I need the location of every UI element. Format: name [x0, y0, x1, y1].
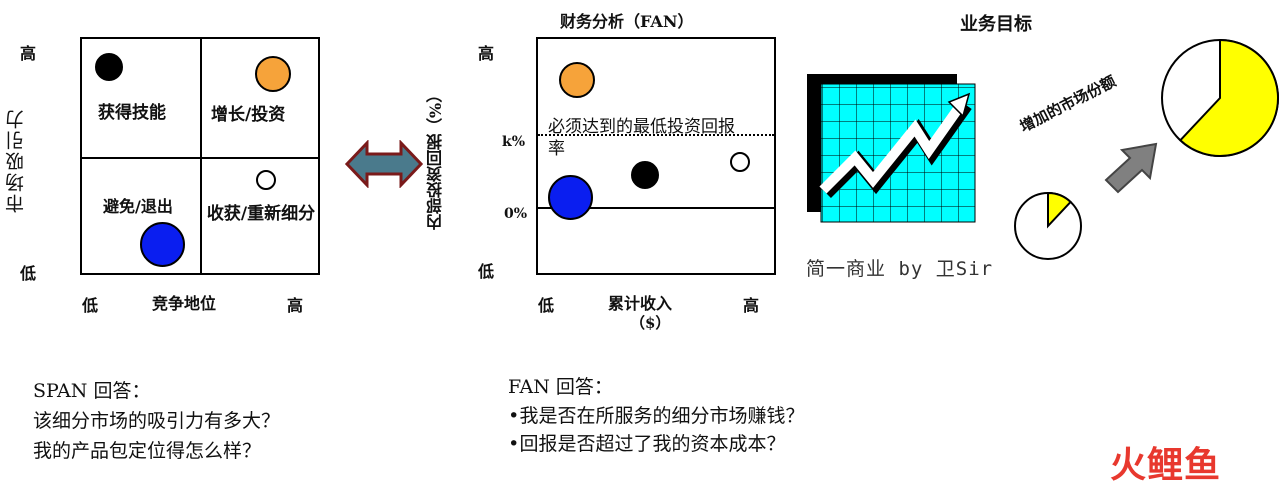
fan-k-label: k%	[502, 134, 526, 150]
quadrant-bottom-right: 收获/重新细分	[206, 204, 316, 224]
span-x-axis-label: 竞争地位	[152, 294, 217, 313]
span-matrix: 高 低 市场吸引力 获得技能 增长/投资 避免/退出 收获/重新细分 低 竞争地…	[0, 0, 330, 330]
business-goal-title: 业务目标	[960, 14, 1032, 35]
pie-small	[1014, 191, 1082, 260]
span-answer-heading: SPAN 回答：	[33, 380, 151, 402]
growth-chart-icon	[807, 74, 976, 223]
span-answer-line2: 我的产品包定位得怎么样？	[33, 440, 262, 462]
span-y-high: 高	[20, 44, 37, 63]
span-x-high: 高	[287, 296, 304, 315]
pie-large	[1161, 38, 1279, 157]
fan-bubble-black	[631, 161, 659, 189]
span-y-low: 低	[20, 264, 37, 283]
fan-chart: 财务分析（FAN） 高 低 内部投资回报（%） k% 0% 必须达到的最低投资回…	[420, 0, 800, 340]
market-share-label: 增加的市场份额	[1016, 72, 1119, 136]
fan-y-low: 低	[478, 262, 495, 281]
watermark-logo: 火鲤鱼	[1110, 445, 1222, 486]
fan-answer: FAN 回答： •我是否在所服务的细分市场赚钱？ •回报是否超过了我的资本成本？	[508, 372, 804, 458]
fan-y-high: 高	[478, 44, 495, 63]
fan-bubble-blue	[548, 175, 593, 220]
fan-threshold-label: 必须达到的最低投资回报率	[548, 117, 735, 159]
span-answer: SPAN 回答： 该细分市场的吸引力有多大？ 我的产品包定位得怎么样？	[33, 376, 280, 466]
fan-zero-label: 0%	[504, 206, 528, 222]
gray-arrow-icon	[1104, 142, 1158, 194]
span-x-low: 低	[82, 296, 99, 315]
span-answer-line1: 该细分市场的吸引力有多大？	[33, 410, 281, 432]
quadrant-top-left: 获得技能	[98, 103, 166, 123]
span-bubble-white	[256, 170, 276, 190]
fan-threshold-line	[538, 134, 774, 136]
fan-bubble-orange	[559, 62, 595, 98]
fan-x-high: 高	[743, 296, 760, 315]
span-bubble-blue	[140, 222, 185, 267]
quadrant-bottom-left: 避免/退出	[103, 197, 173, 216]
fan-answer-heading: FAN 回答：	[508, 376, 613, 398]
span-y-axis-label: 市场吸引力	[5, 108, 27, 213]
span-divider-vertical	[200, 37, 202, 275]
fan-bubble-white	[730, 152, 750, 172]
fan-x-axis-label: 累计收入	[608, 294, 673, 313]
quadrant-top-right: 增长/投资	[211, 105, 286, 125]
fan-x-low: 低	[538, 296, 555, 315]
fan-x-unit: （$）	[630, 314, 671, 332]
fan-title: 财务分析（FAN）	[560, 12, 694, 31]
fan-zero-line	[538, 207, 774, 209]
double-arrow-icon	[345, 140, 423, 188]
fan-answer-line1: •我是否在所服务的细分市场赚钱？	[508, 405, 805, 427]
span-bubble-orange	[255, 56, 291, 92]
fan-answer-line2: •回报是否超过了我的资本成本？	[508, 433, 786, 455]
business-goal-caption: 简一商业 by 卫Sir	[806, 258, 994, 280]
fan-y-axis-label: 内部投资回报（%）	[426, 86, 445, 230]
span-divider-horizontal	[80, 157, 320, 159]
span-bubble-black	[95, 53, 123, 81]
